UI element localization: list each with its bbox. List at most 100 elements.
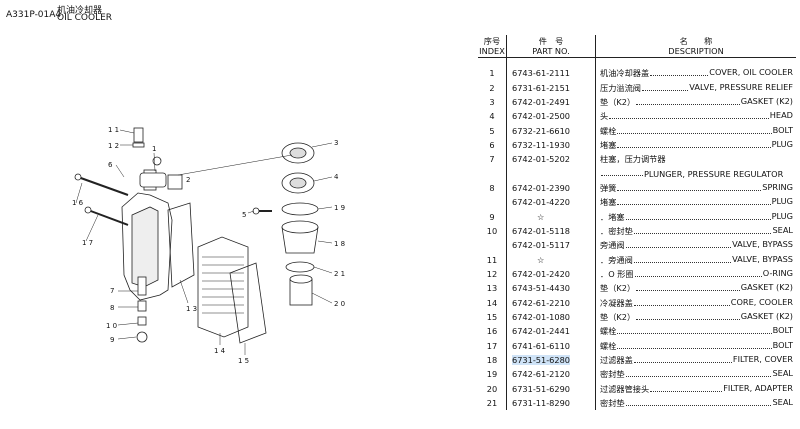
dot-leader — [641, 82, 689, 91]
row-part-number: 6731-61-2151 — [506, 80, 596, 95]
row-index — [478, 166, 507, 181]
callout-7: 7 — [110, 287, 114, 295]
row-description: 垫（K2） GASKET (K2) — [596, 281, 797, 295]
row-part-number: 6742-61-2210 — [506, 295, 596, 310]
description-chinese: 垫（K2） — [600, 283, 636, 294]
row-part-number: 6742-61-2120 — [506, 367, 596, 382]
row-index: 13 — [478, 281, 507, 296]
row-part-number: 6742-01-5118 — [506, 223, 596, 239]
description-english: PLUG — [771, 196, 793, 207]
row-index: 5 — [478, 123, 507, 138]
description-chinese: 垫（K2） — [600, 96, 636, 107]
row-part-number — [506, 166, 596, 181]
description-english: GASKET (K2) — [740, 282, 793, 293]
row-description: 垫（K2） GASKET (K2) — [596, 95, 797, 109]
row-index: 18 — [478, 352, 507, 368]
row-index: 8 — [478, 180, 507, 196]
description-english: SEAL — [772, 368, 793, 379]
title-english: OIL COOLER — [57, 13, 113, 23]
callout-13: 1 3 — [186, 305, 197, 313]
dot-leader — [636, 282, 740, 292]
dot-leader — [617, 139, 771, 148]
dot-leader — [636, 311, 740, 321]
row-index: 19 — [478, 367, 507, 382]
dot-leader — [617, 182, 762, 191]
callout-5: 5 — [242, 211, 246, 219]
dot-leader — [634, 268, 762, 277]
callout-11: 1 1 — [108, 126, 119, 134]
row-index: 9 — [478, 209, 507, 224]
description-chinese: 密封垫 — [600, 398, 625, 409]
callout-16: 1 6 — [72, 199, 84, 207]
callout-18: 1 8 — [334, 240, 345, 248]
exploded-parts-diagram: 1 1 1 2 1 3 4 1 9 1 8 2 1 2 0 2 5 6 1 6 … — [72, 126, 345, 365]
row-part-number: 6742-01-2420 — [506, 266, 596, 282]
description-english: VALVE, BYPASS — [732, 239, 793, 250]
row-part-number: 6741-61-6110 — [506, 338, 596, 353]
callout-3: 3 — [334, 139, 338, 147]
description-chinese: 柱塞，压力调节器 — [600, 154, 666, 165]
description-chinese: 螺栓 — [600, 125, 617, 136]
callout-19: 1 9 — [334, 204, 345, 212]
description-chinese: 螺栓 — [600, 340, 617, 351]
row-part-number: 6742-01-2390 — [506, 180, 596, 196]
row-index: 12 — [478, 266, 507, 282]
row-index: 4 — [478, 109, 507, 124]
description-chinese: 密封垫 — [600, 369, 625, 380]
row-part-number: 6742-01-2500 — [506, 109, 596, 124]
description-english: PLUG — [771, 210, 793, 221]
description-chinese: 垫（K2） — [600, 312, 636, 323]
row-index — [478, 195, 507, 210]
row-part-number: 6732-11-1930 — [506, 137, 596, 153]
row-index: 6 — [478, 137, 507, 153]
callout-20: 2 0 — [334, 300, 345, 308]
row-description: 密封垫 SEAL — [596, 396, 797, 410]
description-english: GASKET (K2) — [740, 95, 793, 106]
row-part-number: 6742-01-2441 — [506, 324, 596, 339]
description-english: BOLT — [772, 339, 793, 350]
row-part-number: 6742-01-5117 — [506, 238, 596, 253]
dot-leader — [617, 340, 772, 349]
row-description: 密封垫 SEAL — [596, 367, 797, 381]
description-english: SEAL — [772, 397, 793, 408]
row-description: PLUNGER, PRESSURE REGULATOR — [596, 166, 797, 180]
row-index: 7 — [478, 152, 507, 167]
callout-1: 1 — [152, 145, 156, 153]
dot-leader — [633, 354, 732, 364]
description-english: BOLT — [772, 124, 793, 135]
row-description: 柱塞，压力调节器 — [596, 152, 797, 166]
callout-2: 2 — [186, 176, 190, 184]
row-description: 垫（K2）GASKET (K2) — [596, 310, 797, 324]
dot-leader — [625, 211, 771, 220]
row-part-number: 6742-01-4220 — [506, 195, 596, 210]
description-english: O-RING — [762, 267, 793, 278]
row-description: 螺栓 BOLT — [596, 123, 797, 137]
description-english: PLUNGER, PRESSURE REGULATOR — [644, 168, 784, 179]
dot-leader — [636, 96, 740, 105]
diagram-code: A331P-01A4 — [6, 10, 62, 20]
row-index: 17 — [478, 338, 507, 353]
description-chinese: 旁通阀 — [600, 240, 625, 251]
dot-leader — [617, 196, 771, 206]
row-part-number: 6731-11-8290 — [506, 395, 596, 411]
